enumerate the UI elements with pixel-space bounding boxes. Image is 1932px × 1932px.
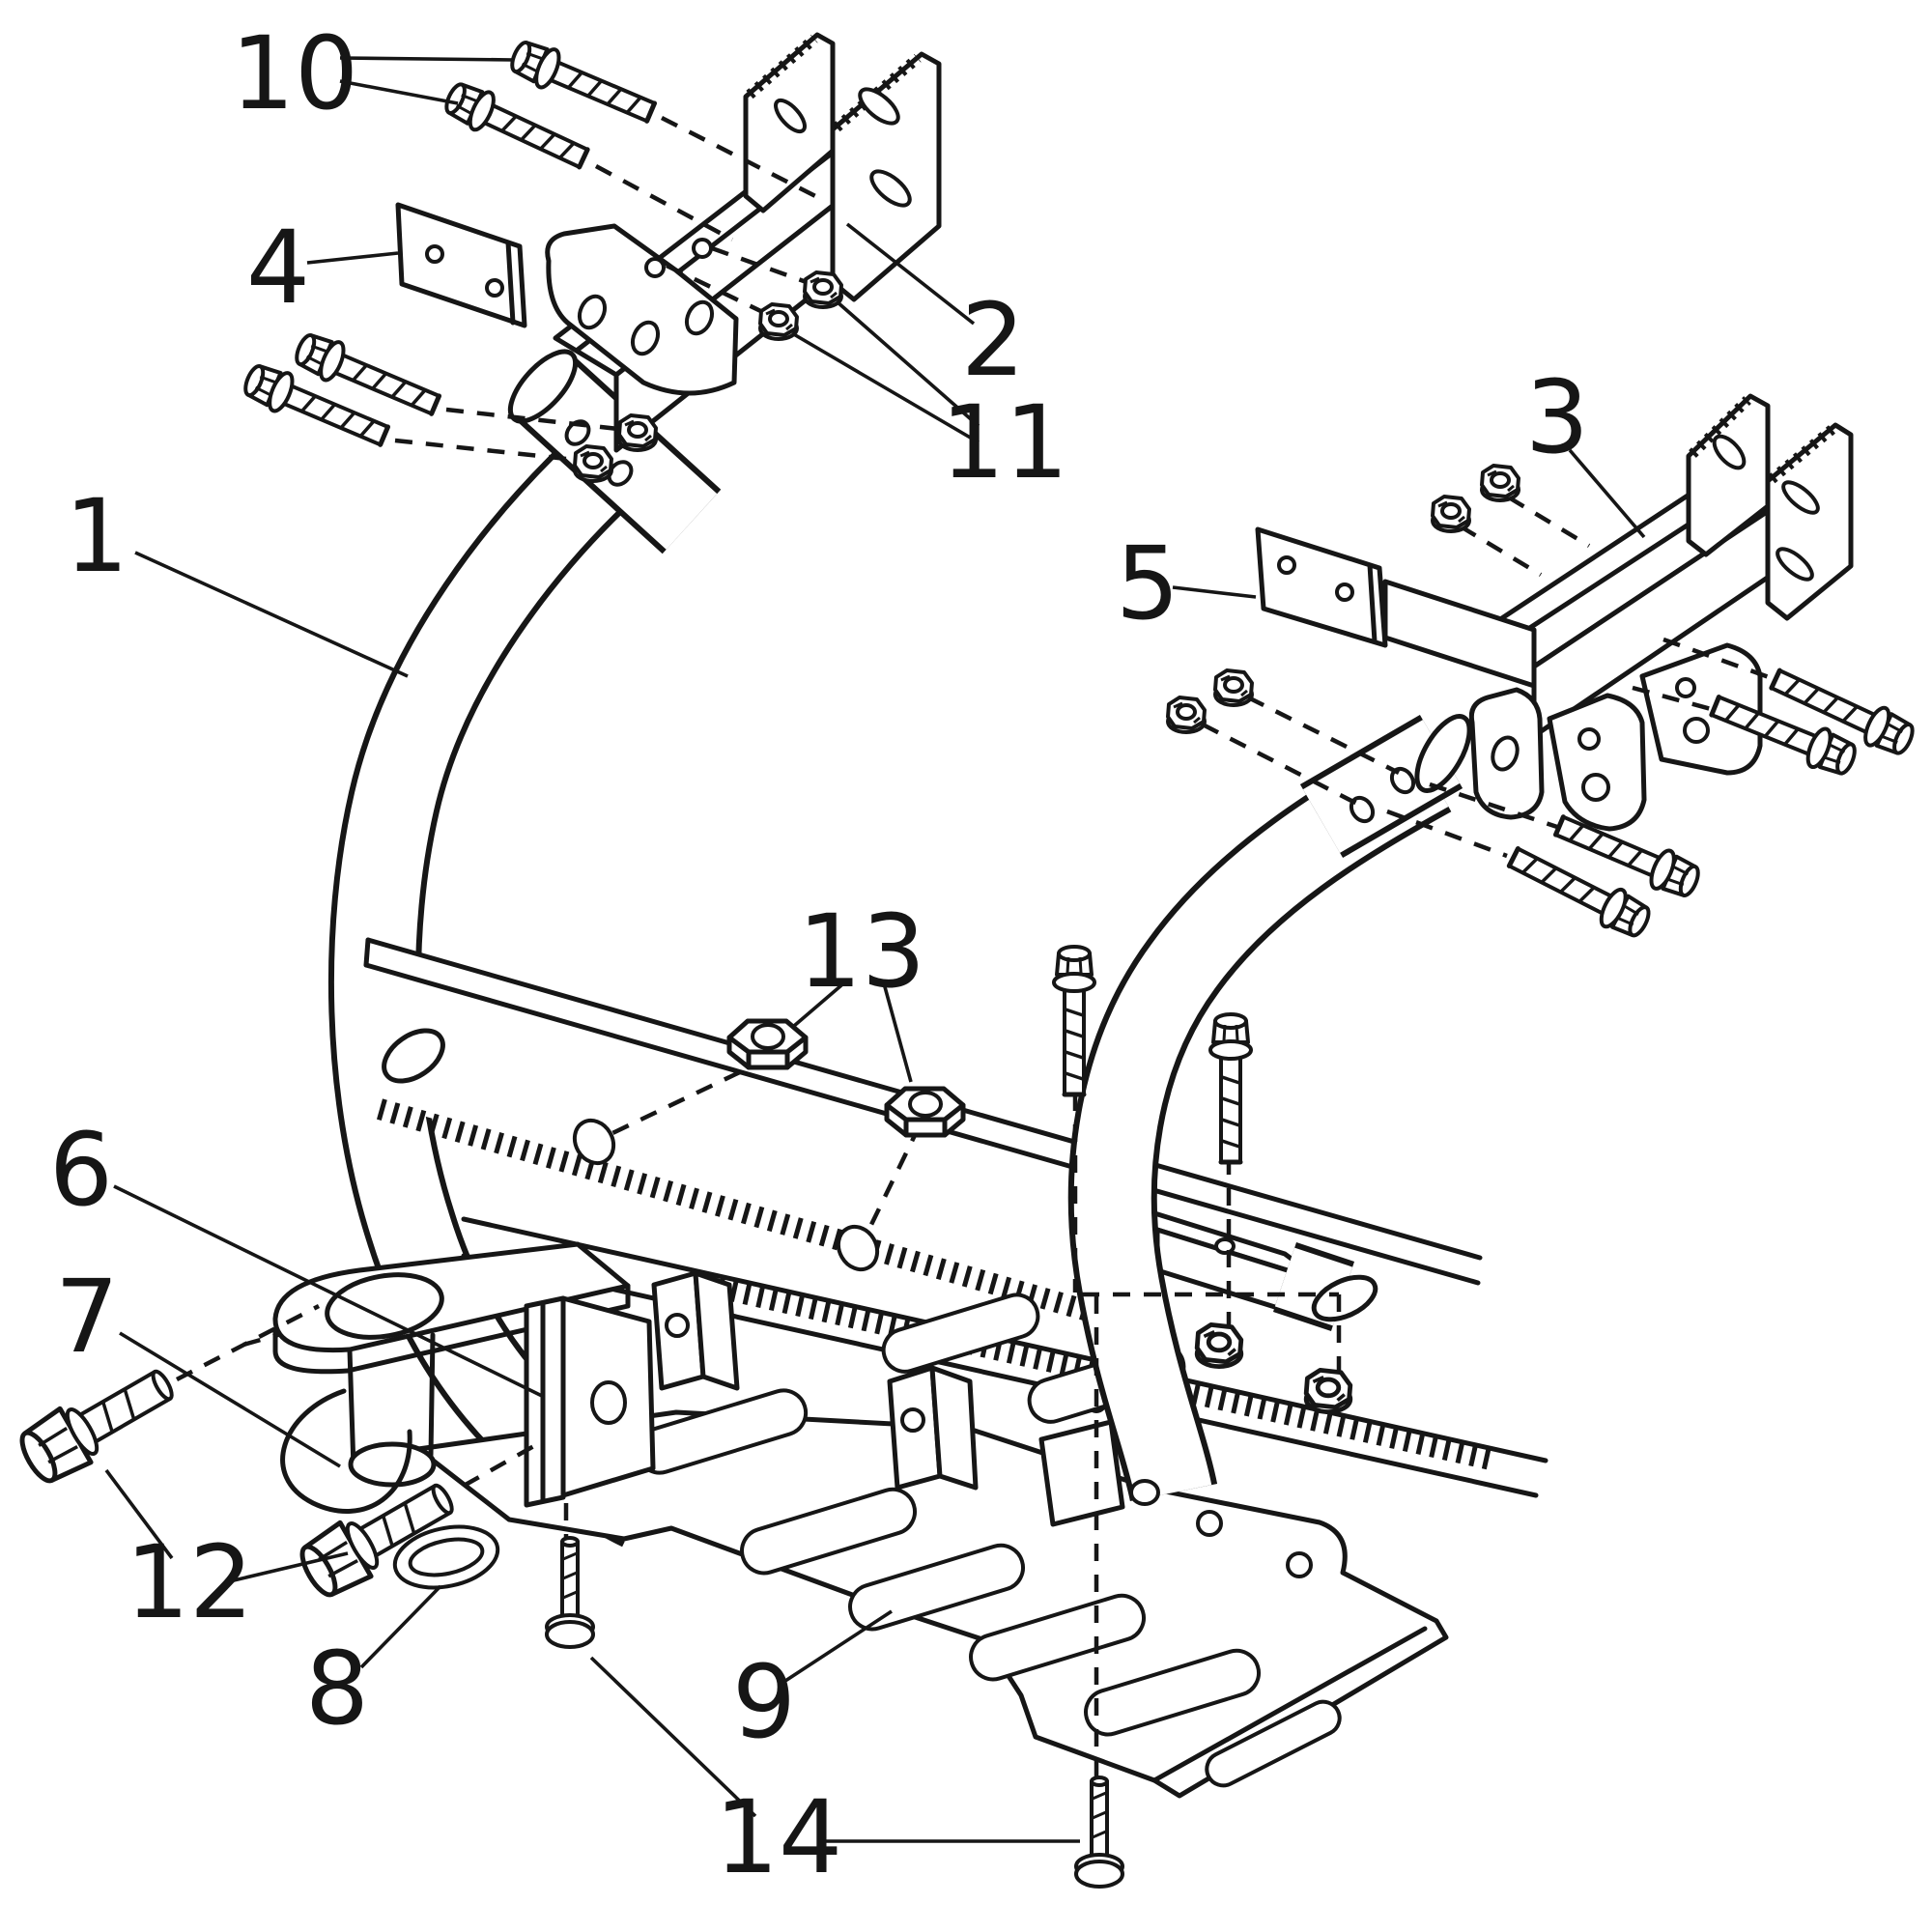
hex-nut-13b	[887, 1089, 963, 1135]
leader-line-10	[339, 79, 459, 105]
tube-foot-tab	[1038, 1419, 1125, 1527]
frame-plates-left	[743, 32, 942, 302]
callout-9: 9	[732, 1643, 796, 1761]
clevis-spacer	[347, 1332, 437, 1488]
flange-nut-bottom-a	[1197, 1324, 1241, 1366]
screw-14a	[545, 1536, 595, 1649]
flange-nut-11b	[758, 302, 799, 341]
hex-nut-13a	[729, 1021, 806, 1067]
retainer-loop	[280, 1388, 412, 1515]
fasteners	[14, 36, 1918, 1889]
mount-blocks	[651, 1270, 979, 1491]
flange-nut-right-stub-b	[1166, 696, 1207, 734]
callout-11: 11	[941, 384, 1068, 501]
leader-line-6	[113, 1184, 545, 1399]
leader-line-4	[306, 251, 399, 265]
callout-7: 7	[55, 1258, 119, 1376]
leader-line-10	[339, 56, 515, 62]
leader-line-7	[119, 1331, 341, 1468]
lower-bracket-right	[1468, 642, 1763, 832]
callout-3: 3	[1525, 358, 1589, 476]
right-tube-stub	[1299, 714, 1472, 859]
flange-bolt-vertical-2	[1210, 1014, 1251, 1162]
leader-line-12	[233, 1551, 349, 1582]
flange-nut-bottom-b	[1306, 1370, 1350, 1411]
flange-bolt-10a	[507, 36, 659, 130]
clevis-hole	[325, 1272, 444, 1340]
leader-line-2	[845, 222, 976, 326]
assembly-dashed-lines	[175, 115, 1773, 1820]
leader-line-14	[589, 1656, 757, 1818]
callout-4: 4	[246, 209, 310, 327]
callout-8: 8	[305, 1630, 369, 1747]
screw-14b	[1074, 1776, 1124, 1889]
flange-nut-right-upper-a	[1480, 464, 1520, 502]
leader-line-8	[359, 1584, 442, 1669]
leader-line-1	[134, 551, 409, 678]
callout-5: 5	[1116, 525, 1179, 642]
callout-14: 14	[715, 1778, 842, 1896]
leader-line-3	[1568, 448, 1646, 539]
push-frame-weldment	[327, 349, 1548, 1799]
callout-12: 12	[126, 1523, 253, 1641]
ring-8	[392, 1524, 500, 1590]
leader-line-9	[784, 1609, 893, 1683]
callout-6: 6	[49, 1111, 113, 1229]
leader-line-13	[882, 982, 913, 1083]
flange-nut-right-upper-b	[1431, 495, 1471, 533]
flange-nut-left-stub-b	[573, 444, 613, 483]
right-receiver-assembly	[1255, 393, 1854, 832]
backing-plate-4	[395, 202, 527, 328]
callout-13: 13	[798, 893, 925, 1010]
flange-bolt-10b	[440, 77, 591, 177]
left-tube-stub	[507, 349, 722, 554]
leader-line-5	[1172, 585, 1257, 599]
flange-nut-left-stub-a	[617, 413, 658, 452]
flange-nut-11a	[803, 270, 843, 309]
leader-line-12	[104, 1468, 174, 1560]
left-receiver-assembly	[395, 32, 942, 453]
leader-line-11	[791, 331, 980, 444]
leader-line-13	[792, 978, 850, 1028]
frame-plates-right	[1686, 393, 1854, 621]
callout-1: 1	[65, 477, 128, 595]
lower-bracket-left	[545, 223, 739, 396]
right-tube	[1067, 733, 1452, 1506]
callout-10: 10	[231, 14, 358, 132]
leader-line-11	[835, 299, 980, 428]
clevis-mount	[242, 1241, 656, 1515]
flange-nut-right-stub-a	[1213, 668, 1254, 707]
backing-plate-5	[1255, 526, 1537, 689]
callout-2: 2	[961, 281, 1025, 399]
